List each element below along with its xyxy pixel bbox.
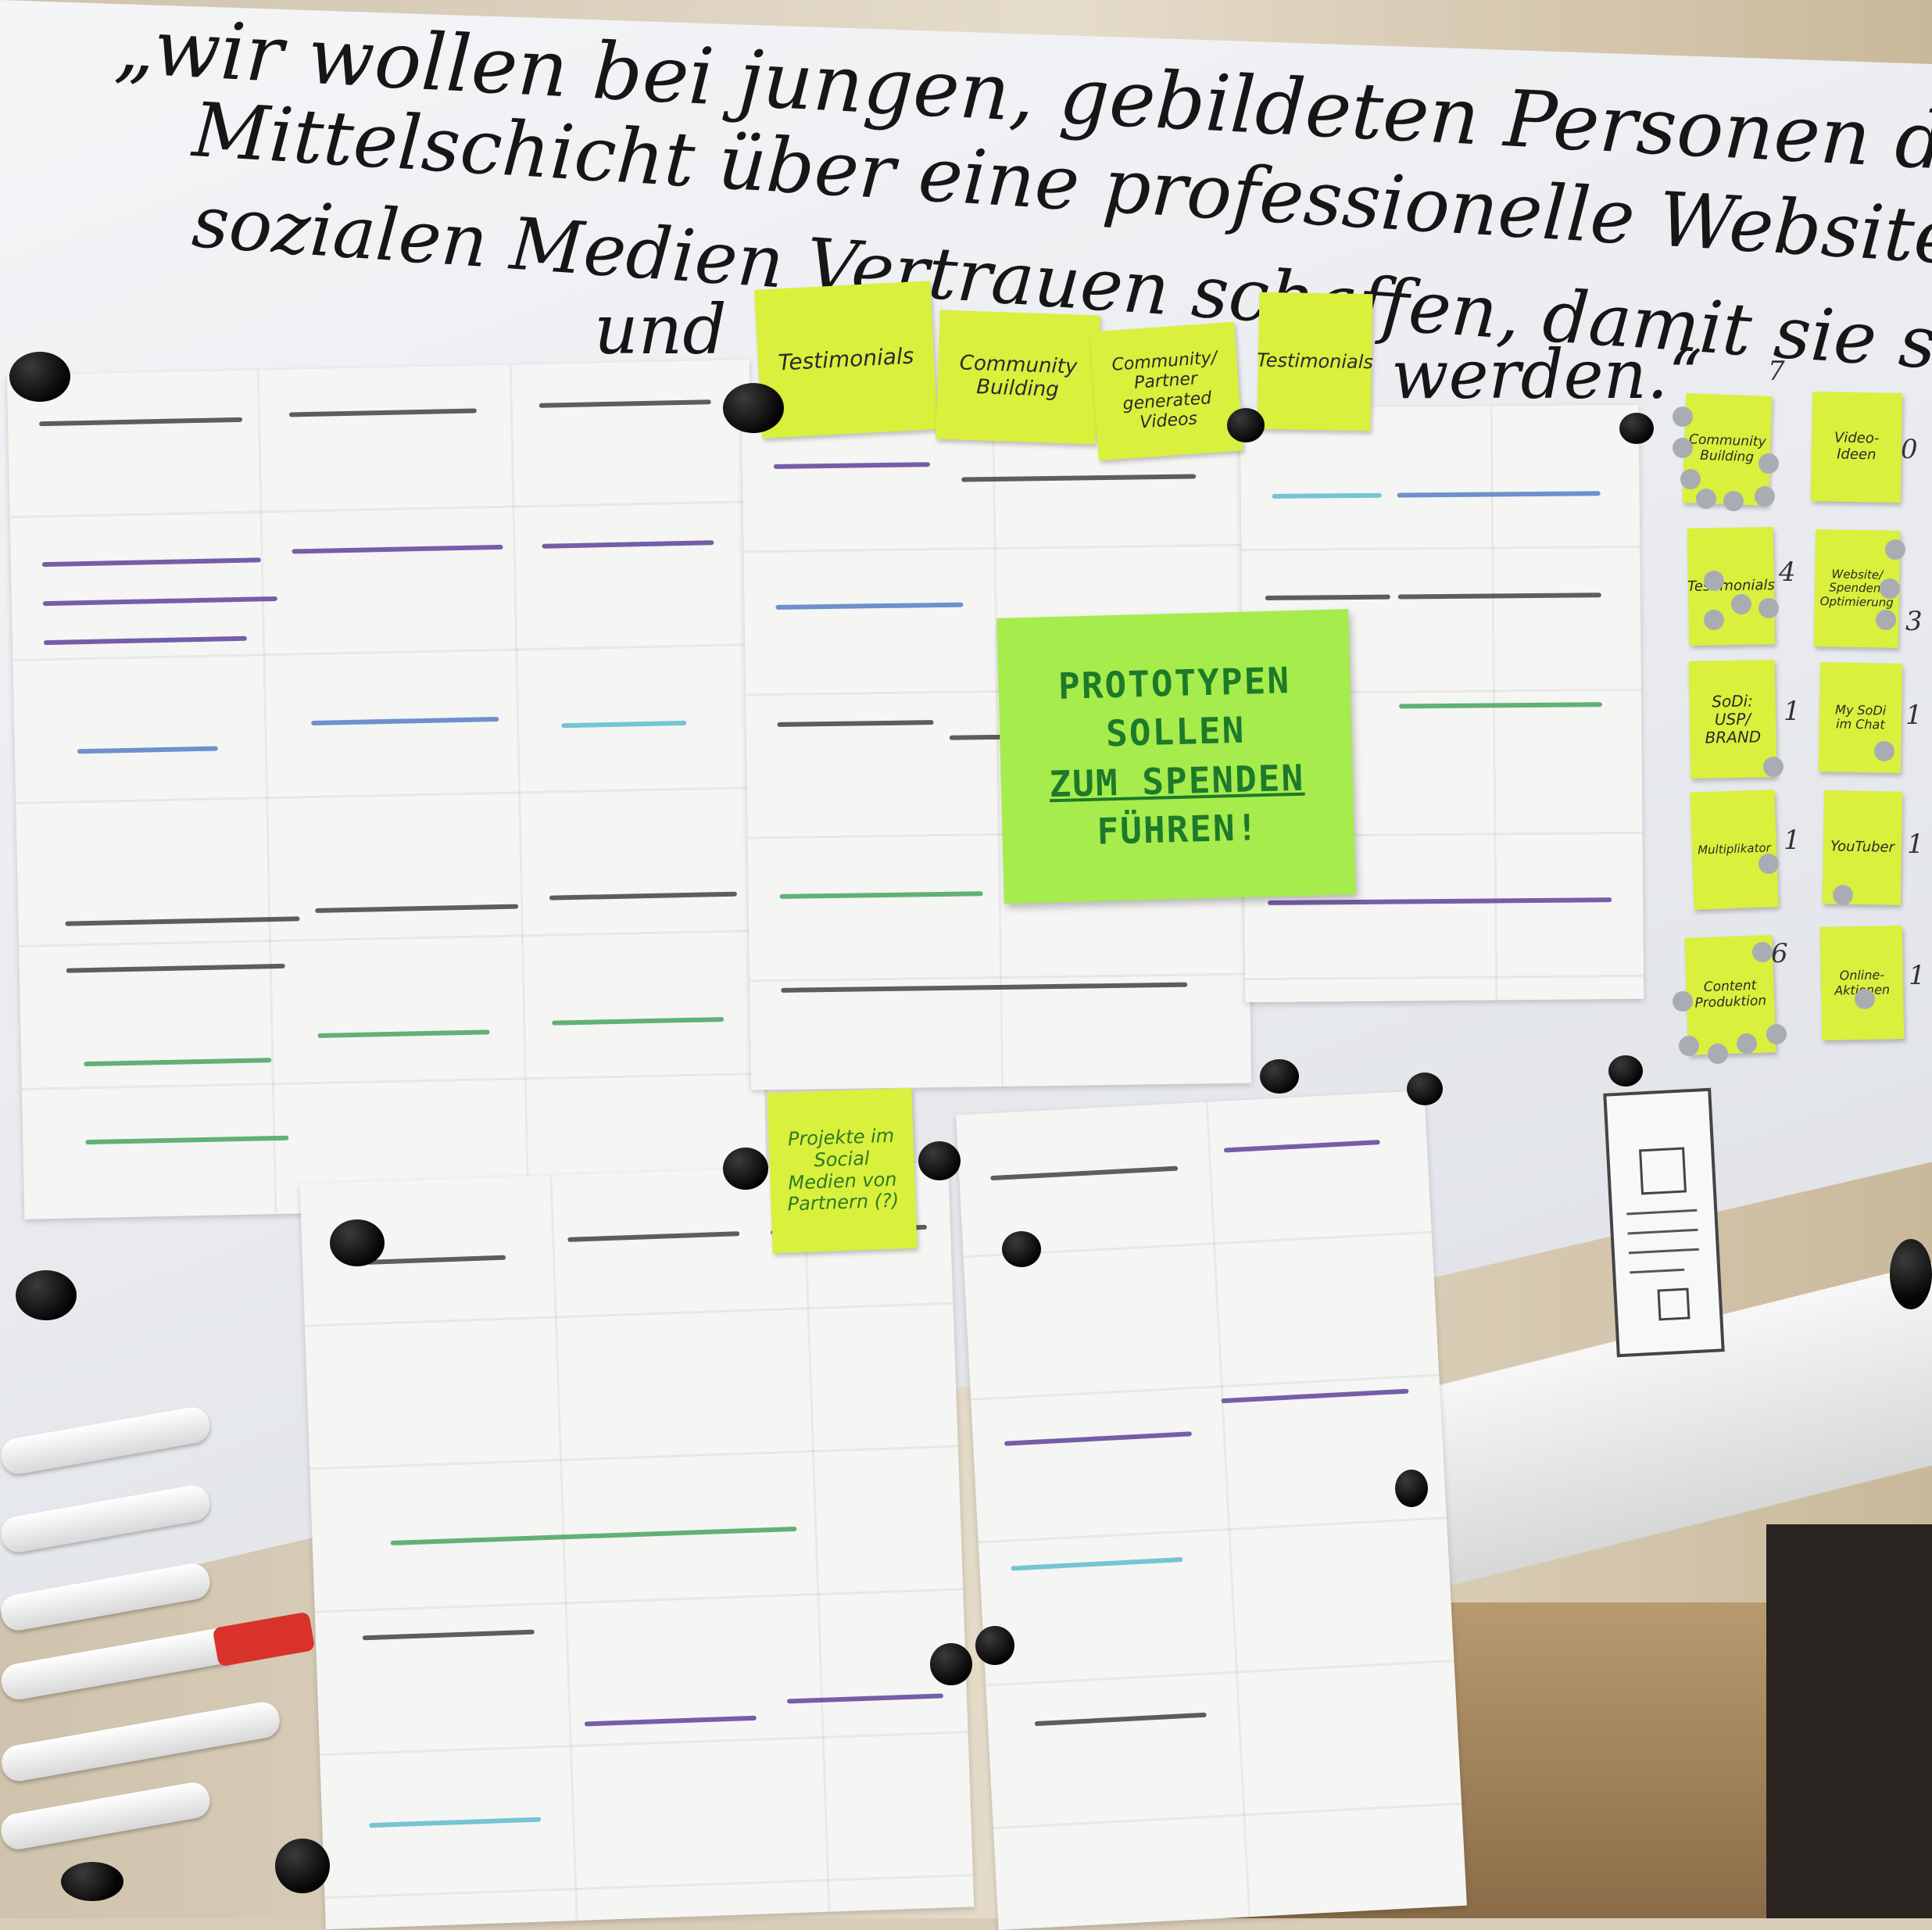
magnet	[723, 1148, 768, 1190]
vote-dot	[1874, 741, 1894, 761]
count-sodi-chat: 1	[1905, 700, 1923, 731]
prototypes-line-1: PROTOTYPEN	[1057, 659, 1291, 708]
magnet	[1002, 1231, 1041, 1267]
sidebar-note-video-ideas: Video-Ideen	[1810, 392, 1903, 503]
sidebar-note-usp-brand: SoDi: USP/ BRAND	[1688, 660, 1777, 779]
quote-line-4: und	[594, 289, 727, 370]
vote-dot	[1758, 854, 1779, 874]
vote-dot	[1723, 491, 1744, 511]
magnet	[61, 1862, 123, 1901]
idea-sheet-lower-right	[956, 1090, 1467, 1930]
vote-dot	[1679, 1036, 1699, 1056]
count-youtuber: 1	[1907, 829, 1924, 860]
magnet	[1619, 413, 1654, 444]
dark-object	[1766, 1524, 1932, 1918]
sticky-note-prototypes: PROTOTYPEN SOLLEN ZUM SPENDEN FÜHREN!	[996, 609, 1356, 904]
prototypes-line-2: SOLLEN	[1105, 709, 1246, 755]
vote-dot	[1673, 438, 1693, 458]
vote-dot	[1737, 1033, 1757, 1054]
count-website-optimization: 3	[1905, 606, 1923, 637]
magnet	[918, 1141, 961, 1180]
magnet	[1890, 1239, 1932, 1309]
magnet	[9, 352, 70, 402]
count-content-production: 6	[1771, 938, 1788, 969]
sticky-note-testimonials-2: Testimonials	[1257, 292, 1373, 431]
quote-line-5: werden.“	[1391, 336, 1703, 414]
prototypes-line-4: FÜHREN!	[1096, 805, 1261, 853]
magnet	[1407, 1072, 1443, 1105]
vote-dot	[1758, 598, 1779, 618]
count-multiplier: 1	[1784, 825, 1801, 856]
magnet	[16, 1270, 77, 1320]
count-online-actions: 1	[1909, 960, 1926, 991]
vote-dot	[1855, 989, 1875, 1009]
vote-dot	[1752, 942, 1773, 962]
vote-dot	[1763, 757, 1784, 777]
count-community-building: 7	[1768, 356, 1785, 387]
magnet	[723, 383, 784, 433]
idea-sheet-lower-left	[299, 1161, 975, 1930]
vote-dot	[1704, 571, 1724, 591]
magnet	[275, 1839, 330, 1893]
magnet	[1260, 1059, 1299, 1094]
vote-dot	[1880, 578, 1900, 599]
vote-dot	[1755, 486, 1775, 507]
magnet	[1227, 408, 1265, 442]
sidebar-note-multiplier: Multiplikator	[1690, 790, 1779, 910]
vote-dot	[1731, 594, 1751, 614]
idea-sheet-left	[6, 360, 767, 1219]
vote-dot	[1673, 406, 1693, 427]
magnet	[975, 1626, 1014, 1665]
vote-dot	[1708, 1044, 1728, 1064]
vote-dot	[1680, 469, 1701, 489]
magnet	[1608, 1055, 1643, 1087]
count-testimonials: 4	[1779, 557, 1796, 588]
count-usp-brand: 1	[1784, 696, 1801, 727]
vote-dot	[1704, 610, 1724, 630]
vote-dot	[1833, 885, 1853, 905]
sticky-note-partner-videos: Community/ Partner generated Videos	[1089, 321, 1243, 461]
vote-dot	[1696, 489, 1716, 509]
prototypes-line-3: ZUM SPENDEN	[1048, 756, 1305, 805]
sticky-note-social-media-projects: Projekte im Social Medien von Partnern (…	[767, 1087, 918, 1254]
count-video-ideas: 0	[1901, 434, 1918, 465]
vote-dot	[1673, 991, 1693, 1012]
website-wireframe-sketch	[1603, 1087, 1725, 1358]
vote-dot	[1758, 453, 1779, 474]
vote-dot	[1876, 610, 1896, 630]
sidebar-note-online-actions: Online-Aktionen	[1819, 926, 1905, 1040]
magnet	[930, 1643, 972, 1685]
magnet	[1395, 1470, 1428, 1507]
vote-dot	[1885, 539, 1905, 560]
sidebar-note-testimonials: Testimonials	[1687, 527, 1776, 646]
magnet	[330, 1219, 385, 1266]
vote-dot	[1766, 1024, 1787, 1044]
sticky-note-community-building: Community Building	[936, 310, 1100, 445]
